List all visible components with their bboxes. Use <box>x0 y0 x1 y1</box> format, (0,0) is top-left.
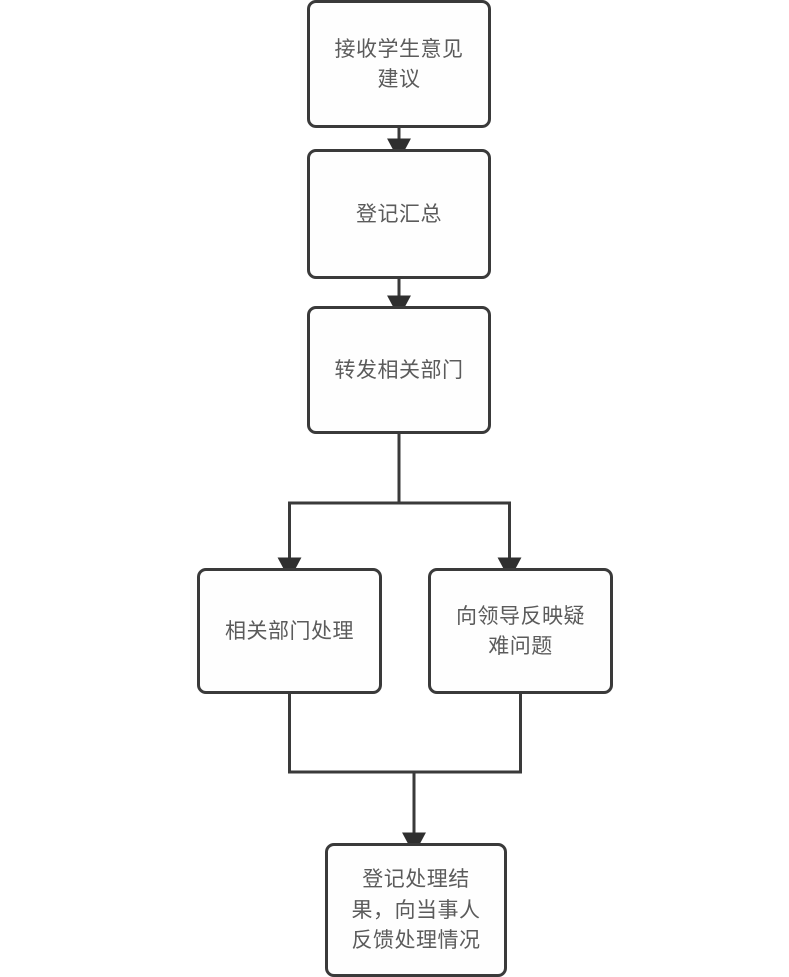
node-register-result-and-feedback[interactable]: 登记处理结 果，向当事人 反馈处理情况 <box>325 843 507 977</box>
node-register-summary[interactable]: 登记汇总 <box>307 149 491 279</box>
node-label: 登记汇总 <box>356 201 442 226</box>
node-label: 相关部门处理 <box>225 618 354 643</box>
node-label: 接收学生意见 建议 <box>334 36 464 91</box>
node-forward-to-departments[interactable]: 转发相关部门 <box>307 306 491 434</box>
node-label: 登记处理结 果，向当事人 反馈处理情况 <box>351 867 481 953</box>
node-label: 向领导反映疑 难问题 <box>456 603 585 658</box>
edge-forward-split-trunk <box>288 434 511 505</box>
node-report-to-leadership[interactable]: 向领导反映疑 难问题 <box>428 568 613 694</box>
edge-merge-to-result <box>288 770 522 855</box>
node-label: 转发相关部门 <box>334 357 464 382</box>
node-receive-student-feedback[interactable]: 接收学生意见 建议 <box>307 0 491 128</box>
node-department-handling[interactable]: 相关部门处理 <box>197 568 382 694</box>
